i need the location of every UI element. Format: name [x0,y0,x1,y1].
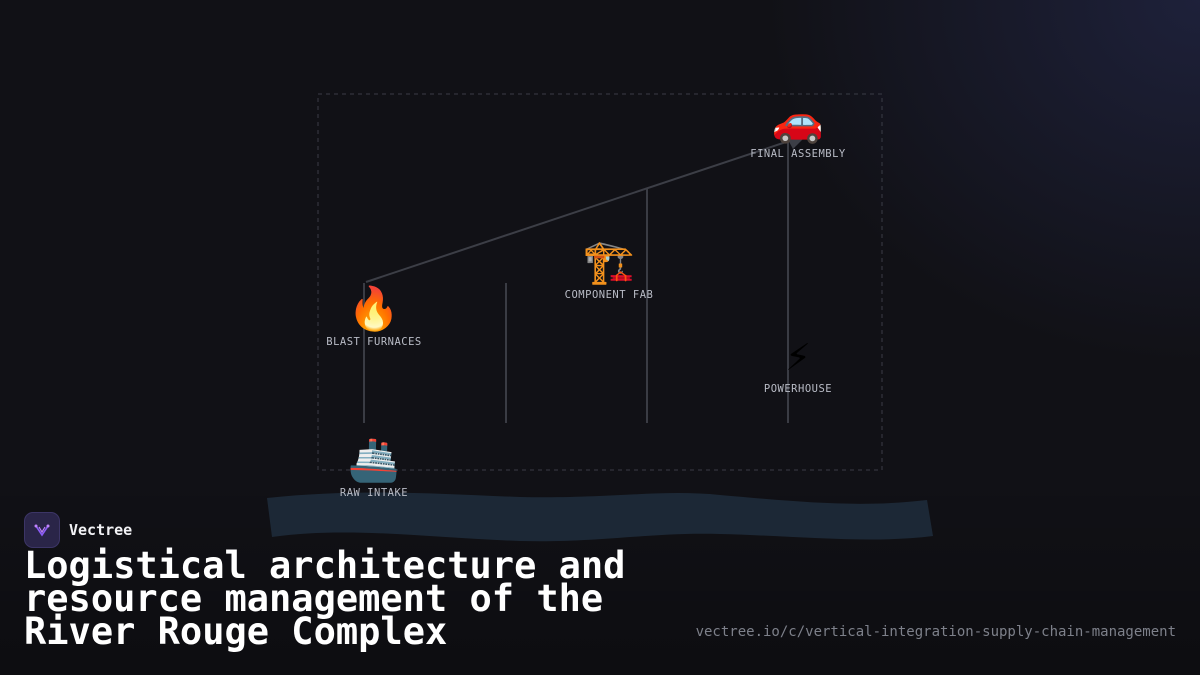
brand-name: Vectree [69,521,133,539]
conveyor-arrow [787,134,808,149]
car-icon: 🚗 [771,96,825,145]
complex-boundary [317,93,883,471]
vectree-logo-icon [24,512,60,548]
node-component-fab: 🏗️ COMPONENT FAB [564,237,654,302]
node-raw-intake: 🚢 RAW INTAKE [339,435,409,500]
lightning-icon: ⚡ [785,331,811,380]
node-powerhouse: ⚡ POWERHOUSE [763,331,833,396]
river-shape [267,492,933,542]
node-label: POWERHOUSE [763,383,833,395]
node-blast-furnaces: 🔥 BLAST FURNACES [326,284,422,349]
crane-icon: 🏗️ [582,237,636,286]
fire-icon: 🔥 [347,284,401,333]
node-label: RAW INTAKE [339,487,409,499]
node-label: COMPONENT FAB [564,289,654,301]
source-url[interactable]: vectree.io/c/vertical-integration-supply… [695,624,1176,640]
brand[interactable]: Vectree [24,512,132,548]
page-title: Logistical architecture and resource man… [24,544,626,653]
ship-icon: 🚢 [347,435,401,484]
node-label: FINAL ASSEMBLY [750,148,846,160]
conveyor-line [365,141,787,283]
node-label: BLAST FURNACES [326,336,422,348]
node-final-assembly: 🚗 FINAL ASSEMBLY [750,96,846,161]
